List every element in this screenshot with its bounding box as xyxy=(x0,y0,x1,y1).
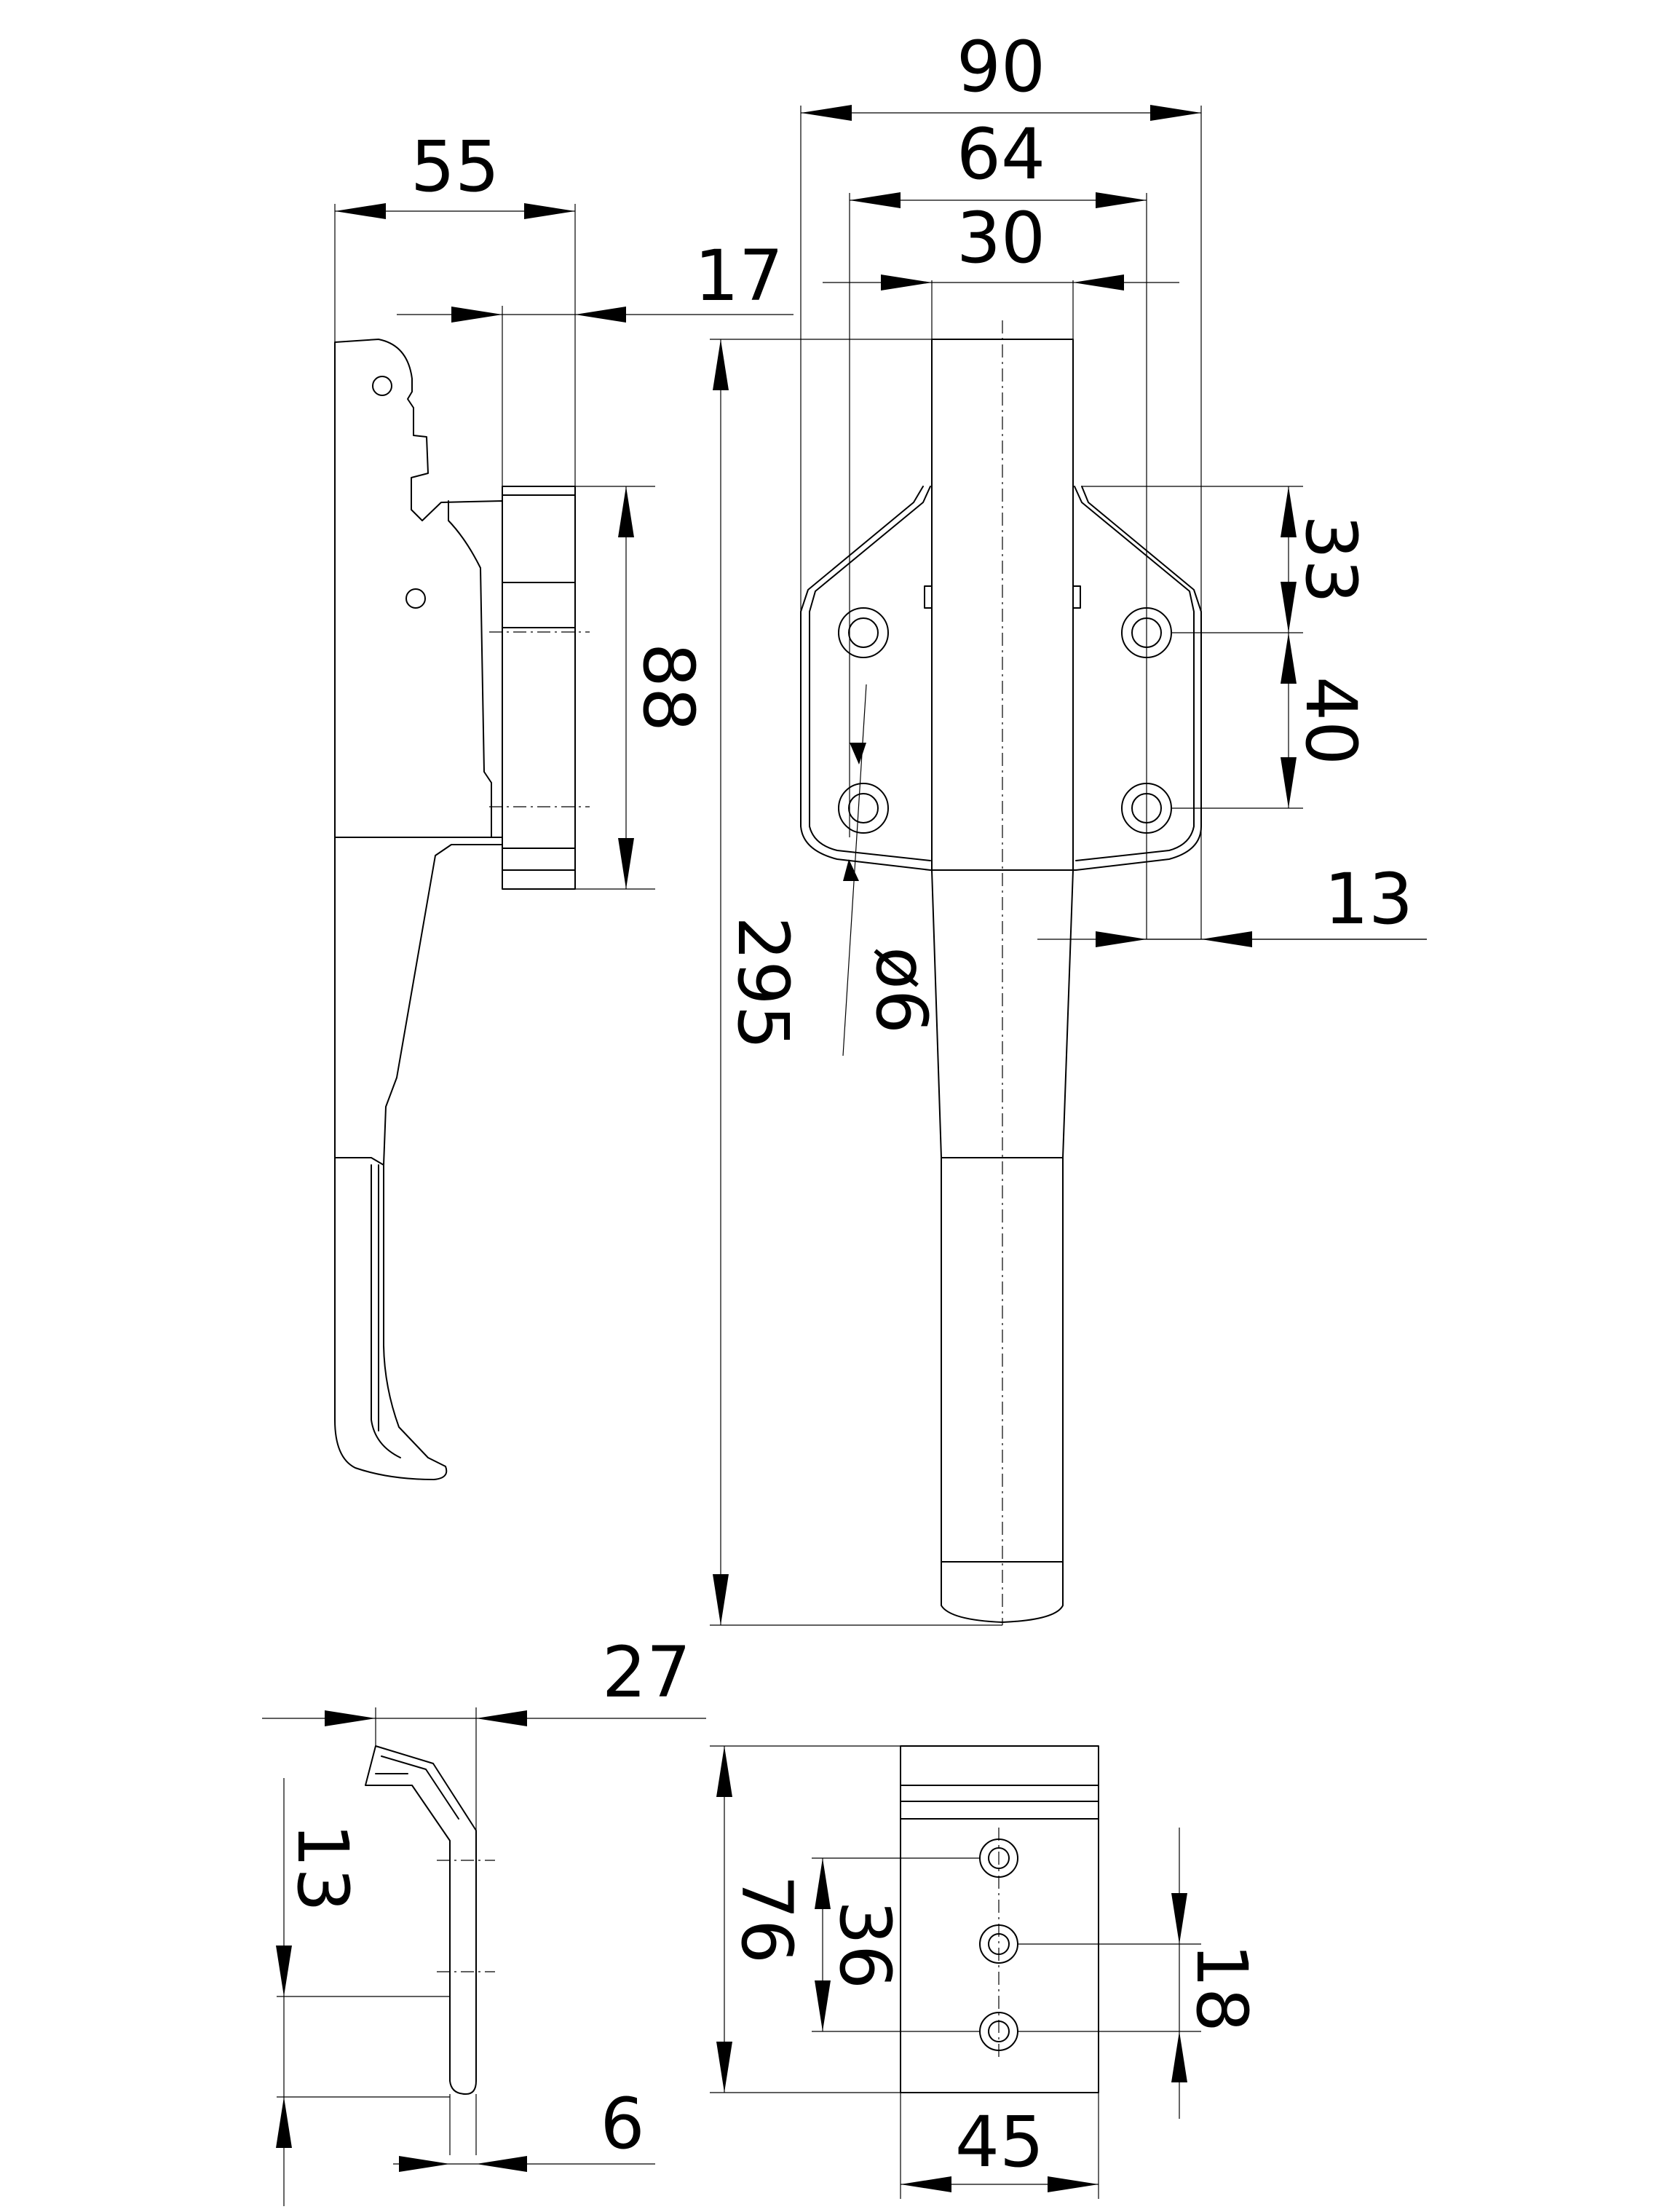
dim-40: 40 xyxy=(1290,676,1372,765)
dim-33: 33 xyxy=(1290,515,1372,604)
dim-13-strike: 13 xyxy=(282,1823,363,1912)
dim-45: 45 xyxy=(955,2101,1044,2183)
handle-front-view xyxy=(800,320,1202,1625)
dim-64: 64 xyxy=(957,114,1045,195)
dim-27: 27 xyxy=(602,1632,691,1713)
dim-295: 295 xyxy=(722,916,804,1049)
dimension-labels: 90 64 30 55 17 88 33 40 13 295 ø6 27 13 … xyxy=(282,26,1413,2183)
dim-6: 6 xyxy=(600,2083,644,2165)
strike-front-view xyxy=(900,1745,1099,2093)
dim-hole-diameter: ø6 xyxy=(860,947,942,1034)
dim-88: 88 xyxy=(628,643,709,732)
handle-side-view xyxy=(334,339,590,1480)
dim-76: 76 xyxy=(726,1875,807,1964)
dim-36: 36 xyxy=(824,1900,906,1989)
dim-18: 18 xyxy=(1181,1943,1262,2032)
dim-17: 17 xyxy=(694,235,783,317)
dim-90: 90 xyxy=(957,26,1045,108)
strike-side-view xyxy=(365,1745,495,2095)
dimension-lines xyxy=(262,105,1427,2206)
dim-55: 55 xyxy=(411,126,499,208)
dim-30: 30 xyxy=(957,197,1045,279)
dim-13-mount: 13 xyxy=(1324,858,1413,940)
